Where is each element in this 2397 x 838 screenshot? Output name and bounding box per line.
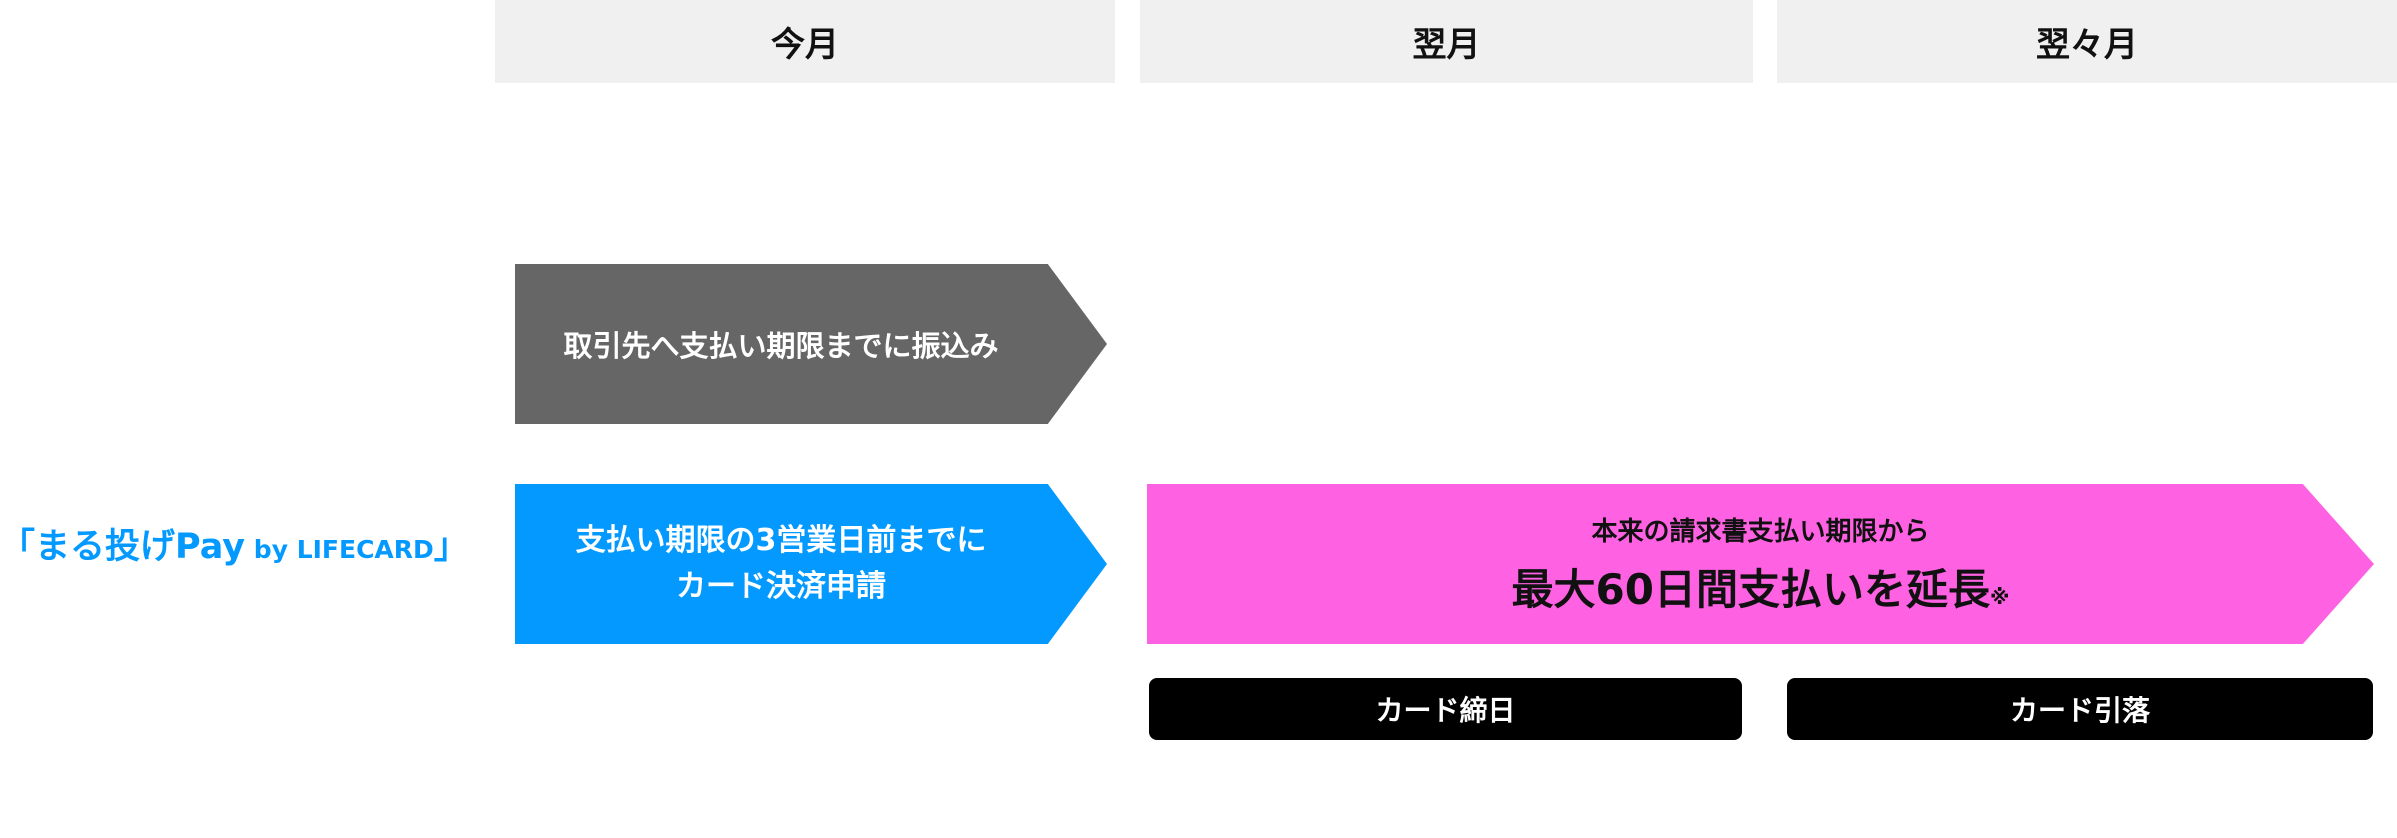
extension-subtitle: 本来の請求書支払い期限から xyxy=(1591,517,1930,547)
month-label-after-next: 翌々月 xyxy=(2036,25,2138,65)
card-apply-line1: 支払い期限の3営業日前までに xyxy=(575,522,987,558)
service-open-bracket: 「 xyxy=(0,527,36,567)
card-closing-day-label: カード締日 xyxy=(1375,694,1516,727)
card-debit-label: カード引落 xyxy=(2009,694,2150,727)
bank-transfer-text: 取引先へ支払い期限までに振込み xyxy=(563,329,999,363)
card-payment-apply-arrow: 支払い期限の3営業日前までに カード決済申請 xyxy=(515,484,1107,644)
payment-extension-arrow: 本来の請求書支払い期限から 最大60日間支払いを延長※ xyxy=(1147,484,2374,644)
extension-title: 最大60日間支払いを延長※ xyxy=(1512,556,2010,617)
service-close-bracket: 」 xyxy=(433,527,469,567)
bank-transfer-arrow: 取引先へ支払い期限までに振込み xyxy=(515,264,1107,424)
month-label-current: 今月 xyxy=(771,25,839,65)
month-header-current: 今月 xyxy=(495,0,1115,83)
service-name: まる投げPay xyxy=(35,527,246,567)
extension-title-text: 最大60日間支払いを延長 xyxy=(1511,565,1990,614)
service-name-label: 「まる投げPay by LIFECARD」 xyxy=(0,518,469,569)
month-label-next: 翌月 xyxy=(1412,25,1481,65)
service-suffix: by LIFECARD xyxy=(245,535,434,564)
month-header-after-next: 翌々月 xyxy=(1777,0,2397,83)
month-header-next: 翌月 xyxy=(1140,0,1753,83)
extension-note-mark: ※ xyxy=(1990,585,2010,609)
card-debit-pill: カード引落 xyxy=(1787,678,2373,740)
card-apply-line2: カード決済申請 xyxy=(676,569,886,604)
card-closing-day-pill: カード締日 xyxy=(1149,678,1742,740)
